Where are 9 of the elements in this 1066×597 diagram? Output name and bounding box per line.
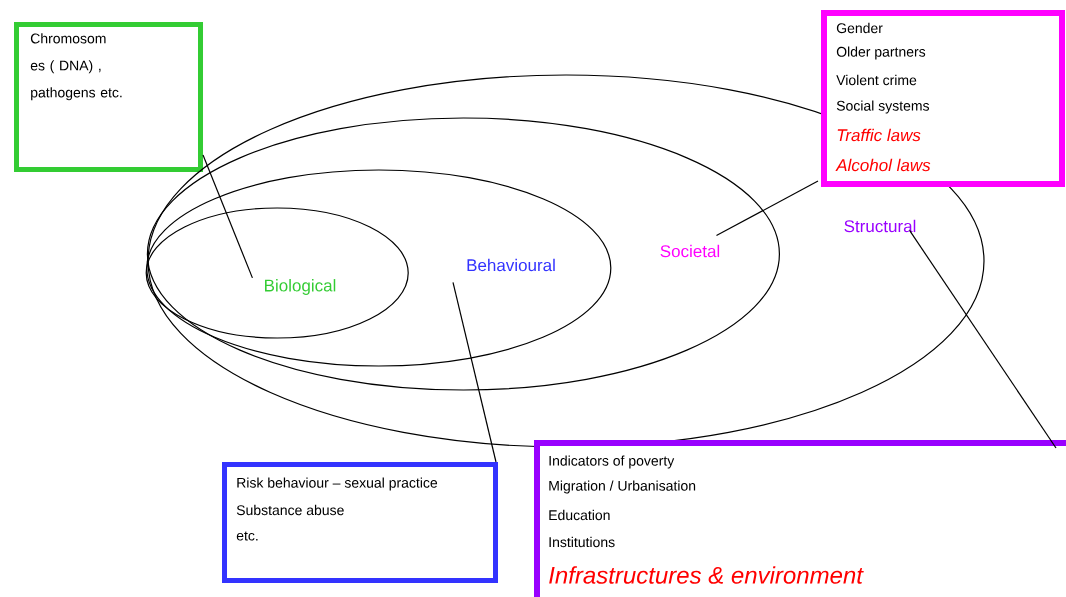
leader-line: [908, 229, 1057, 449]
leader-line: [715, 180, 819, 237]
leader-line: [452, 281, 497, 463]
callout-box: Chromosom es ( DNA) , pathogens etc.: [14, 22, 203, 172]
ellipse-region: Biological: [145, 207, 409, 339]
leader-line: [202, 154, 254, 279]
callout-box: Indicators of poverty Migration / Urbanisation Education Institutions Infrastructures & environment: [534, 440, 1066, 597]
callout-box: Gender Older partners Violent crime Social systems Traffic laws Alcohol laws: [821, 10, 1065, 187]
callout-box: Risk behaviour – sexual practice Substance abuse etc.: [222, 462, 498, 583]
